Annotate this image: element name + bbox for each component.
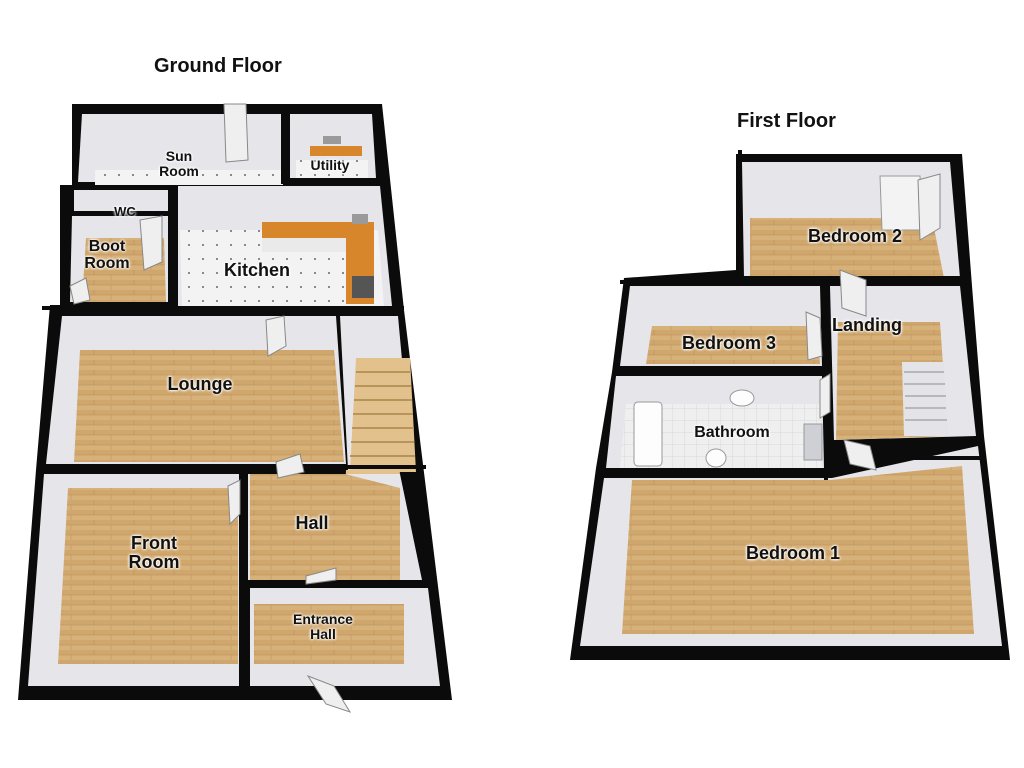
ground-floor-plan <box>18 103 452 713</box>
room-bedroom-3-area <box>620 286 822 366</box>
room-label-bathroom: Bathroom <box>694 424 770 441</box>
first-floor-plan <box>570 150 1010 660</box>
first-floor-title: First Floor <box>737 110 836 132</box>
first-floor-doors <box>805 173 941 471</box>
room-bedroom-1-area <box>580 446 1002 646</box>
room-wc-area <box>74 190 168 212</box>
room-label-utility: Utility <box>310 157 350 173</box>
ground-floor-stairs <box>340 316 416 512</box>
room-landing-area <box>830 286 976 440</box>
room-label-entrance-hall: Entrance Hall <box>293 611 353 643</box>
room-entrance-hall-area <box>250 588 440 686</box>
room-label-wc: WC <box>114 204 136 219</box>
room-label-front-room: Front Room <box>128 533 180 573</box>
room-label-bedroom-3: Bedroom 3 <box>681 333 777 353</box>
room-label-bedroom-2: Bedroom 2 <box>807 226 903 246</box>
room-bedroom-2-area <box>742 162 960 278</box>
room-bathroom-area <box>606 376 824 468</box>
room-kitchen-area <box>176 186 392 306</box>
ground-floor-doors <box>69 103 352 713</box>
room-label-bedroom-1: Bedroom 1 <box>745 543 841 563</box>
room-front-room-area <box>28 474 240 686</box>
ground-floor-title: Ground Floor <box>154 55 282 77</box>
room-label-boot-room: Boot Room <box>84 238 130 273</box>
room-label-sun-room: Sun Room <box>159 148 199 180</box>
room-label-landing: Landing <box>832 315 902 335</box>
room-label-hall: Hall <box>295 513 329 533</box>
room-label-lounge: Lounge <box>167 374 233 394</box>
room-utility-area <box>290 114 376 178</box>
room-label-kitchen: Kitchen <box>223 260 290 280</box>
room-hall-area <box>248 474 422 580</box>
